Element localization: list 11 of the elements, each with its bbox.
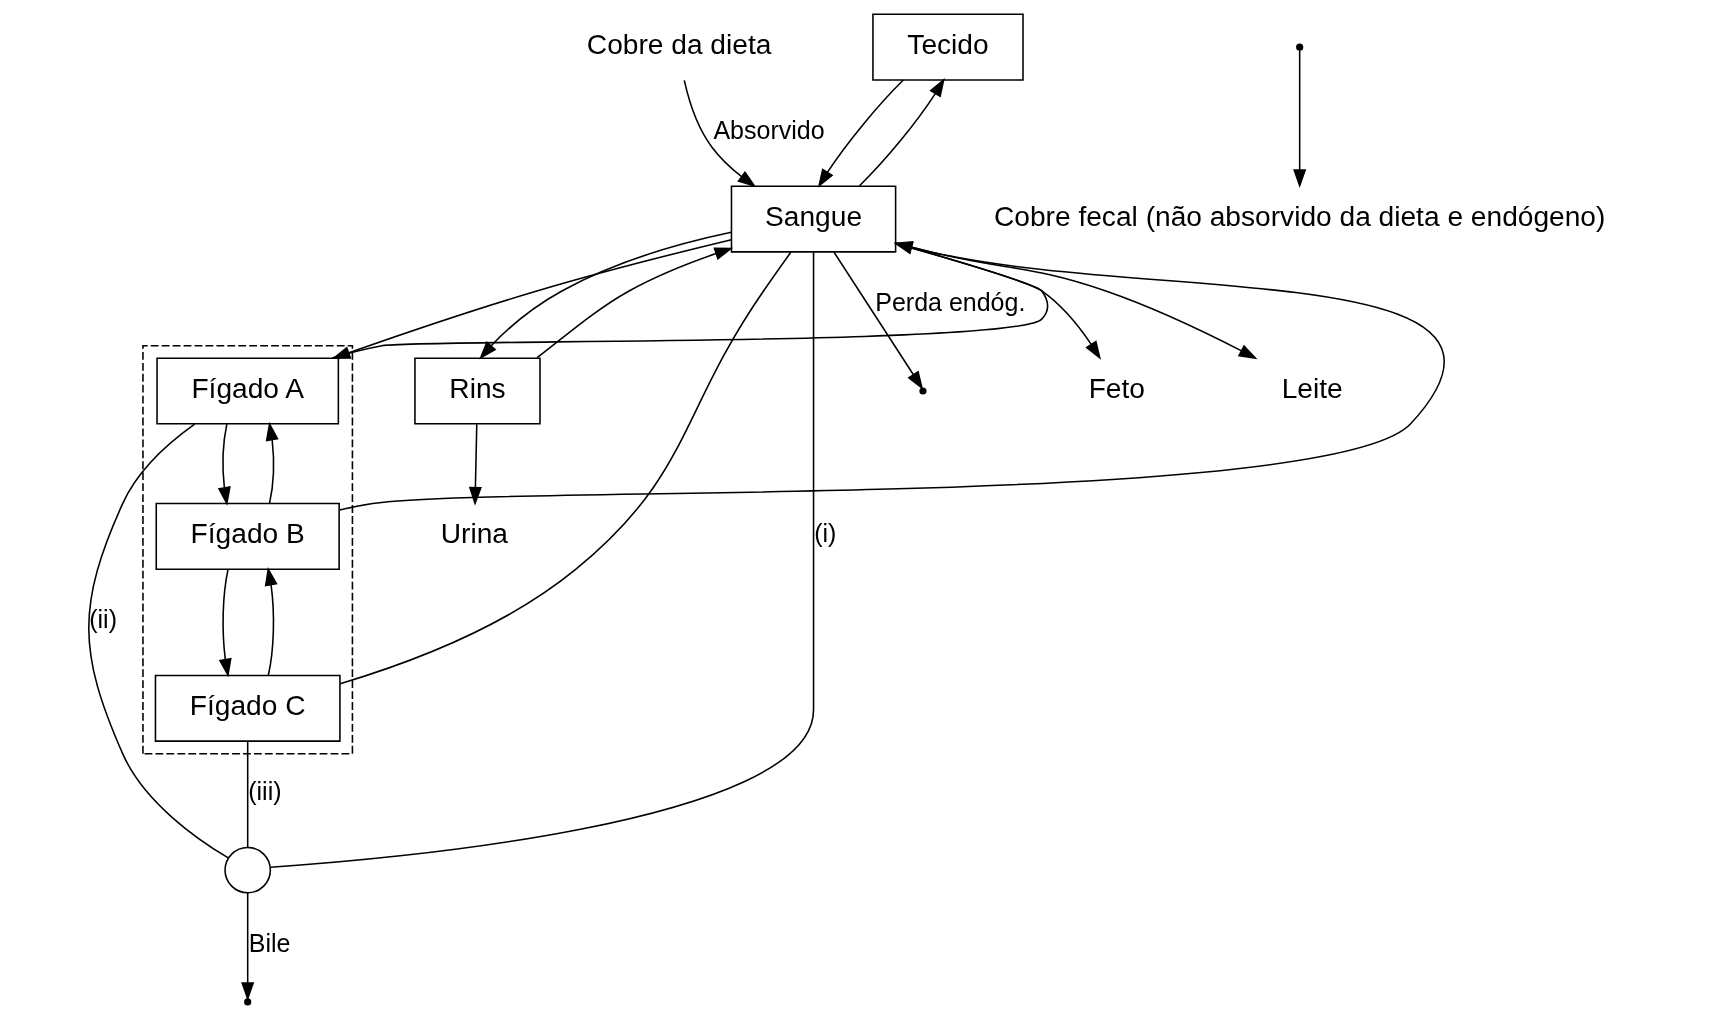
node-text: Urina [440, 518, 508, 550]
edge-label: Perda endóg. [874, 287, 1025, 316]
node-text: Leite [1281, 372, 1343, 404]
edge-label: (iii) [247, 777, 282, 806]
edge-label: Absorvido [712, 116, 825, 145]
edge-label: (i) [813, 519, 836, 548]
node-text: Feto [1088, 372, 1145, 404]
node-text: Cobre fecal (não absorvido da dieta e endógeno) [993, 200, 1605, 232]
node-text: Cobre da dieta [586, 29, 771, 60]
edge-label: Bile [248, 928, 290, 957]
edge-label: (ii) [88, 605, 117, 634]
